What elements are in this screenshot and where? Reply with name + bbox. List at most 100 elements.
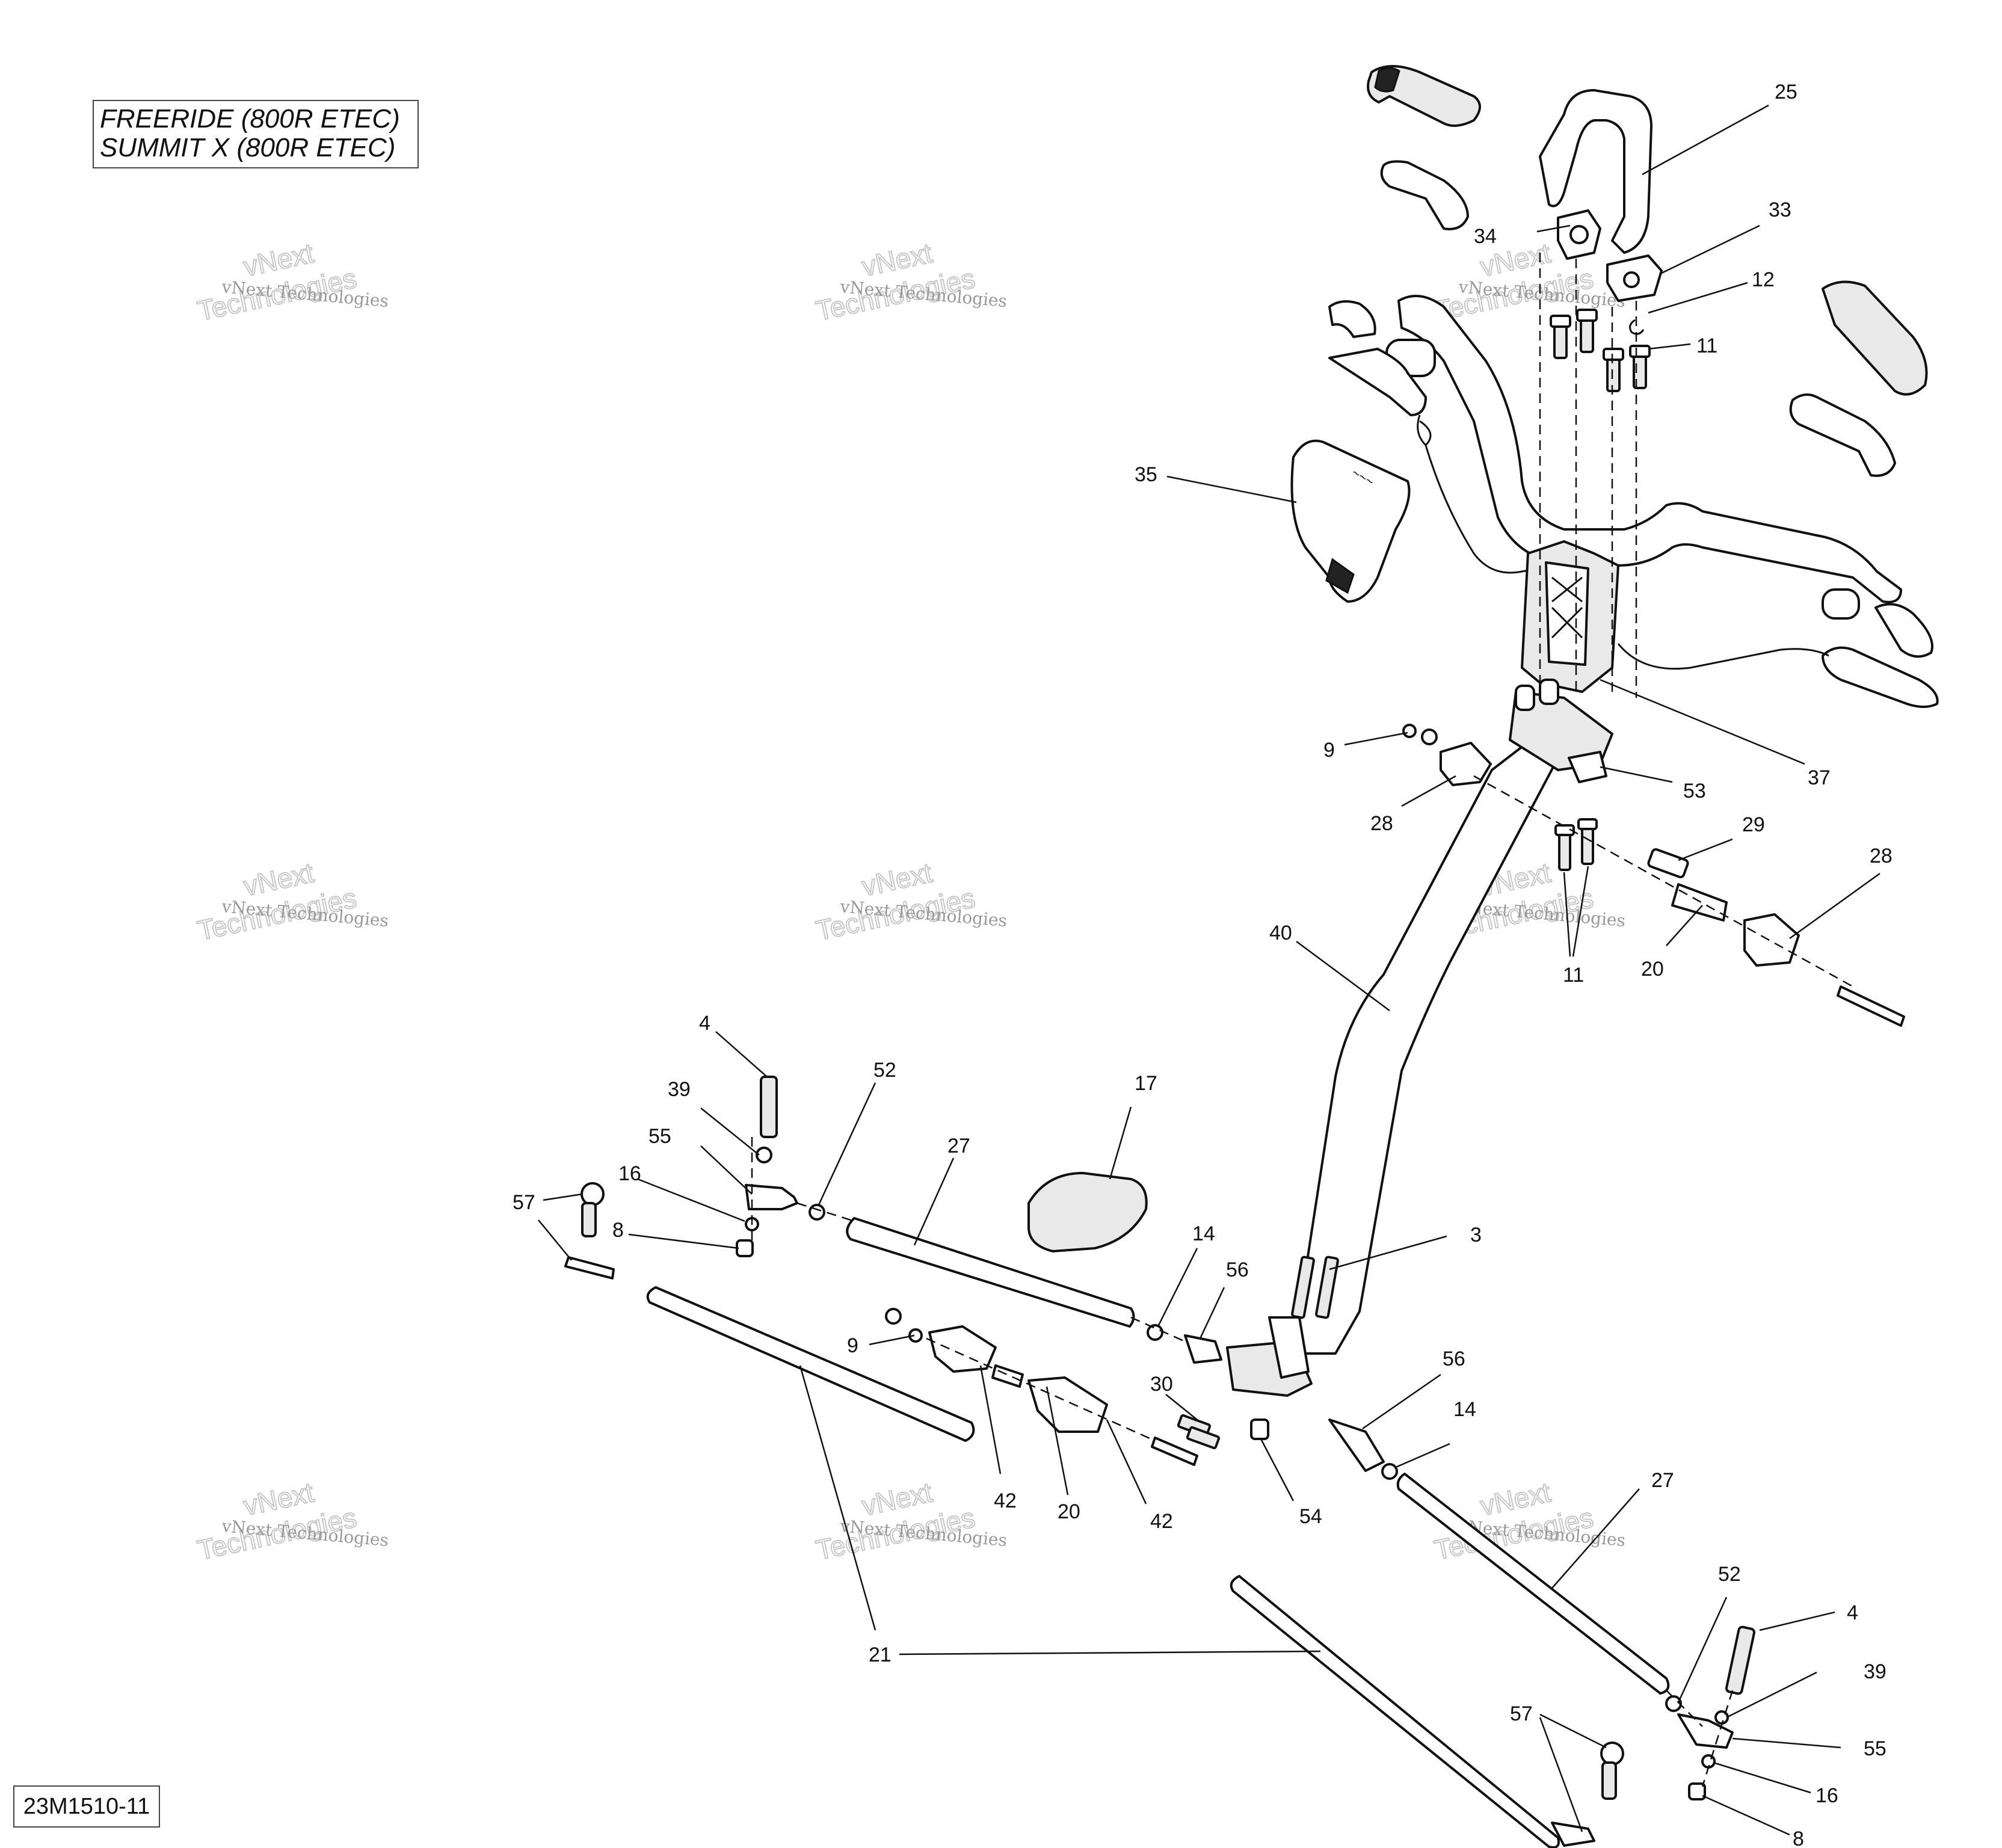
- bolt-4-left: [760, 1076, 778, 1138]
- steering-arm-20-lower: [991, 1364, 1024, 1388]
- ball-joint-55-right: [1677, 1713, 1734, 1749]
- callout-14: 14: [1453, 1398, 1476, 1421]
- riser-block-37: [1521, 540, 1619, 693]
- washer-39-left: [756, 1147, 772, 1163]
- column-bottom-bracket: [1226, 1316, 1313, 1397]
- tie-rod-21-end: [1551, 1822, 1595, 1847]
- assembly-lines: [751, 253, 1853, 1787]
- grip-end: [1874, 603, 1933, 658]
- callout-16: 16: [618, 1162, 641, 1185]
- callout-39: 39: [1864, 1660, 1886, 1683]
- callout-8: 8: [612, 1219, 624, 1242]
- right-heater-sleeve: [1789, 393, 1896, 477]
- bolt-4-right: [1725, 1625, 1756, 1695]
- callout-34: 34: [1474, 225, 1497, 248]
- bushing-54: [1250, 1418, 1269, 1440]
- dust-cover-17: [1027, 1172, 1148, 1252]
- callout-11: 11: [1696, 334, 1717, 357]
- leader-lines: [538, 104, 1880, 1836]
- ball-joint-56-left: [1184, 1334, 1222, 1364]
- handlebar: [1397, 295, 1902, 603]
- handlebar-pad-35: ~~~: [1290, 439, 1411, 603]
- callout-4: 4: [699, 1012, 710, 1035]
- callout-4: 4: [1847, 1601, 1858, 1624]
- callout-35: 35: [1135, 463, 1157, 486]
- tie-rod-27-upper: [846, 1217, 1135, 1328]
- callout-21: 21: [869, 1643, 892, 1666]
- clamp-bolt: [1837, 985, 1905, 1027]
- end-clamp-28-right: [1743, 913, 1800, 967]
- bar-end-insert: [1822, 588, 1860, 620]
- left-grip: [1367, 65, 1481, 127]
- tie-rod-21-right: [1230, 1575, 1560, 1848]
- tie-rod-21-left: [646, 1286, 975, 1442]
- callout-52: 52: [1718, 1563, 1741, 1586]
- callout-56: 56: [1443, 1348, 1465, 1370]
- ball-stud-57-left: [564, 1182, 615, 1280]
- bracket-53: [1568, 751, 1607, 783]
- callout-39: 39: [668, 1078, 691, 1101]
- nut-52-left: [808, 1204, 825, 1221]
- callout-3: 3: [1470, 1224, 1482, 1246]
- callout-30: 30: [1150, 1373, 1173, 1396]
- callout-37: 37: [1808, 766, 1831, 789]
- callout-20: 20: [1641, 958, 1664, 981]
- callout-55: 55: [648, 1125, 671, 1148]
- callout-42: 42: [1150, 1510, 1173, 1533]
- steering-arm-20-upper: [1671, 883, 1728, 922]
- nut-14-left: [1147, 1324, 1163, 1341]
- callout-54: 54: [1299, 1505, 1322, 1528]
- nut-8-right: [1688, 1782, 1706, 1800]
- handlebar-clamp-33: [1606, 254, 1663, 302]
- ball-joint-55-left: [745, 1184, 798, 1210]
- nut-lower-a: [885, 1308, 902, 1325]
- handlebar-clamp-34: [1557, 209, 1601, 260]
- tie-rod-27-lower: [1396, 1473, 1670, 1695]
- model-title-line-2: SUMMIT X (800R ETEC): [100, 133, 396, 162]
- watermark: Technologies vNext: [813, 856, 978, 947]
- watermark: Technologies vNext: [194, 1476, 360, 1566]
- callout-52: 52: [873, 1059, 896, 1082]
- callout-12: 12: [1752, 268, 1775, 291]
- diagram-code-label: 23M1510-11: [13, 1785, 160, 1828]
- callout-28: 28: [1870, 845, 1893, 867]
- bolt-lower: [1151, 1437, 1198, 1466]
- callout-14: 14: [1192, 1222, 1215, 1245]
- nut-14-right: [1381, 1463, 1398, 1480]
- ball-stud-57-right: [1600, 1742, 1624, 1800]
- throttle-grip: [1822, 646, 1939, 708]
- left-heater-sleeve-2: [1328, 300, 1376, 338]
- bolts-3: [1291, 1255, 1339, 1319]
- callout-57: 57: [513, 1191, 535, 1214]
- right-grip: [1822, 280, 1928, 396]
- watermark: Technologies vNext: [813, 236, 978, 327]
- nut-8-left: [736, 1239, 754, 1257]
- heater-wire: [1417, 414, 1541, 574]
- heater-wire-right: [1617, 643, 1829, 670]
- callout-20: 20: [1058, 1500, 1080, 1523]
- callout-27: 27: [1651, 1469, 1674, 1492]
- nut-upper: [1421, 728, 1438, 745]
- column-top-bracket: [1509, 679, 1613, 771]
- nut-52-right: [1665, 1695, 1682, 1712]
- callout-55: 55: [1864, 1737, 1886, 1760]
- bushing-29: [1647, 848, 1689, 879]
- bolts-11-lower: [1554, 818, 1598, 871]
- washer-9-lower: [908, 1328, 923, 1343]
- end-clamp-42-left: [928, 1325, 997, 1373]
- callout-27: 27: [947, 1135, 970, 1157]
- left-heater-sleeve: [1380, 160, 1469, 230]
- callout-33: 33: [1769, 199, 1791, 221]
- watermark: Technologies vNext: [194, 856, 360, 947]
- callout-17: 17: [1135, 1072, 1157, 1095]
- callout-56: 56: [1226, 1258, 1249, 1281]
- callout-53: 53: [1683, 780, 1706, 802]
- ball-joint-56-right: [1328, 1418, 1385, 1472]
- callout-29: 29: [1742, 813, 1765, 836]
- model-title-box: FREERIDE (800R ETEC) SUMMIT X (800R ETEC…: [93, 100, 419, 168]
- pin-12: [1629, 319, 1645, 335]
- steering-column-40: [1292, 739, 1559, 1355]
- callout-8: 8: [1793, 1828, 1804, 1848]
- callout-42: 42: [994, 1489, 1017, 1512]
